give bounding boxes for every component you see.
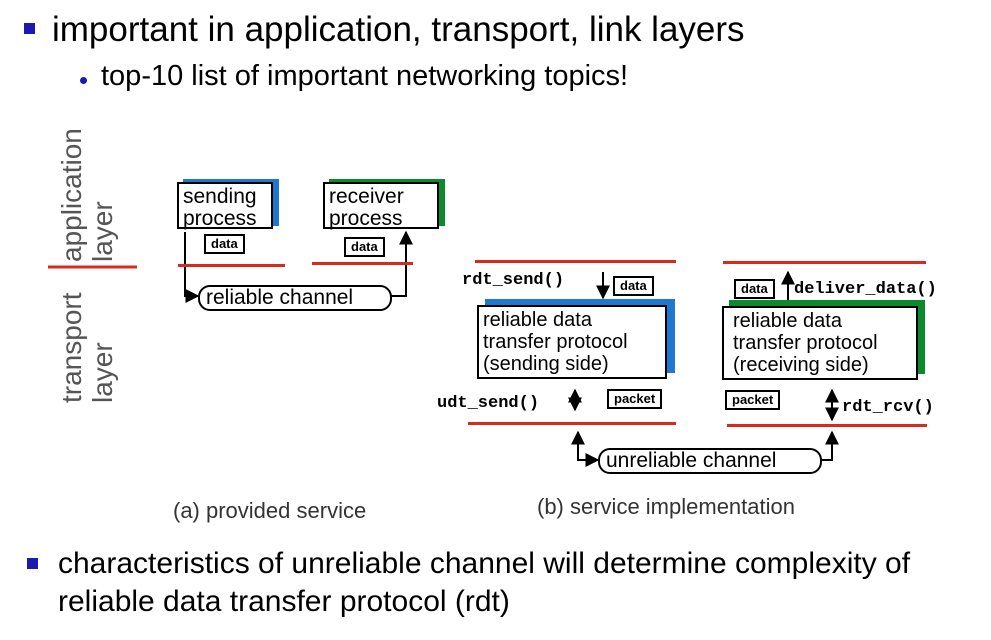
udt-send-label: udt_send(): [437, 394, 540, 413]
bullet-square-icon: [24, 23, 35, 34]
receiver-process-label: receiver process: [329, 185, 404, 230]
bullet-main: important in application, transport, lin…: [52, 10, 745, 49]
data-tag-send: data: [613, 276, 654, 296]
packet-tag-receive: packet: [725, 390, 781, 410]
layer-line-b-left: [475, 260, 676, 263]
caption-service-implementation: (b) service implementation: [537, 494, 795, 519]
data-tag-receive: data: [734, 279, 775, 299]
rdt-send-label: rdt_send(): [462, 271, 565, 290]
unreliable-channel: unreliable channel: [598, 448, 822, 474]
bullet-bottom: characteristics of unreliable channel wi…: [58, 547, 911, 618]
rdt-sender-label: reliable data transfer protocol (sending…: [483, 309, 628, 375]
layer-line-b-right: [723, 261, 926, 264]
data-tag-right: data: [344, 237, 385, 257]
caption-provided-service: (a) provided service: [173, 498, 367, 523]
bullet-dot-icon: [80, 77, 87, 84]
layer-line-c-right: [727, 424, 927, 427]
layer-line-c-left: [468, 422, 676, 425]
receiver-process-box: receiver process: [323, 182, 439, 230]
layer-line-a-right: [312, 262, 413, 265]
packet-tag-send: packet: [607, 389, 663, 409]
rdt-sender-box: reliable data transfer protocol (sending…: [477, 305, 667, 379]
rdt-rcv-label: rdt_rcv(): [842, 398, 934, 417]
sending-process-label: sending process: [183, 185, 257, 230]
layer-line-a-left: [178, 264, 285, 267]
data-tag-left: data: [204, 234, 245, 254]
sending-process-box: sending process: [177, 182, 273, 230]
bullet-square-icon-bottom: [27, 558, 38, 569]
bullet-sub: top-10 list of important networking topi…: [101, 60, 629, 92]
deliver-data-label: deliver_data(): [794, 280, 937, 299]
reliable-channel: reliable channel: [198, 285, 392, 311]
rdt-receiver-box: reliable data transfer protocol (receivi…: [722, 306, 918, 380]
rdt-receiver-label: reliable data transfer protocol (receivi…: [733, 310, 878, 376]
